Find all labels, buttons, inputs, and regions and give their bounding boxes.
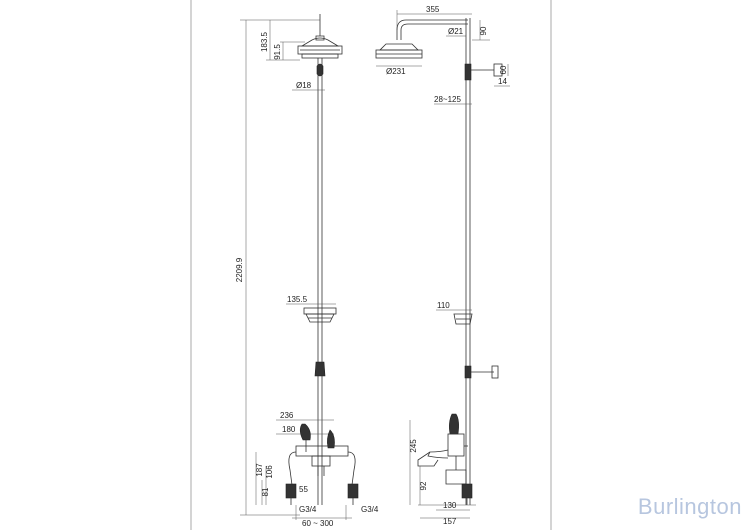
dim-leg-55: 55 [299, 485, 308, 494]
dim-head-depth: 91.5 [273, 44, 282, 60]
dim-valve-outer: 236 [280, 411, 294, 420]
dim-riser-dia: Ø18 [296, 81, 312, 90]
dim-valve-106: 106 [265, 465, 274, 479]
dim-bracket-height: 60 [499, 65, 508, 74]
dim-arm-dia: Ø21 [448, 27, 464, 36]
dim-valve-92: 92 [419, 481, 428, 490]
front-view: 2209.9 183.5 91.5 Ø18 135.5 236 [235, 14, 379, 528]
dim-head-dia: Ø231 [386, 67, 406, 76]
dim-thread-left: G3/4 [299, 505, 317, 514]
dim-soap-dish-front: 135.5 [287, 295, 308, 304]
dim-thread-right: G3/4 [361, 505, 379, 514]
dim-spout-depth: 130 [443, 501, 457, 510]
dim-slide-range: 28~125 [434, 95, 461, 104]
dim-bracket-depth: 14 [498, 77, 507, 86]
dim-valve-inner: 180 [282, 425, 296, 434]
dim-valve-187: 187 [255, 463, 264, 477]
dim-valve-245: 245 [409, 439, 418, 453]
side-view: 355 Ø231 Ø21 90 60 14 28~125 110 [375, 5, 510, 526]
dim-head-drop: 90 [479, 26, 488, 35]
dim-arm-projection: 355 [426, 5, 440, 14]
dim-total-height: 2209.9 [235, 257, 244, 282]
dim-body-depth: 157 [443, 517, 457, 526]
dim-soap-dish-side: 110 [437, 301, 450, 310]
dim-head-height: 183.5 [260, 31, 269, 52]
dim-valve-81: 81 [261, 487, 270, 496]
brand-logo: Burlington [637, 494, 742, 519]
dim-centres: 60 ~ 300 [302, 519, 334, 528]
